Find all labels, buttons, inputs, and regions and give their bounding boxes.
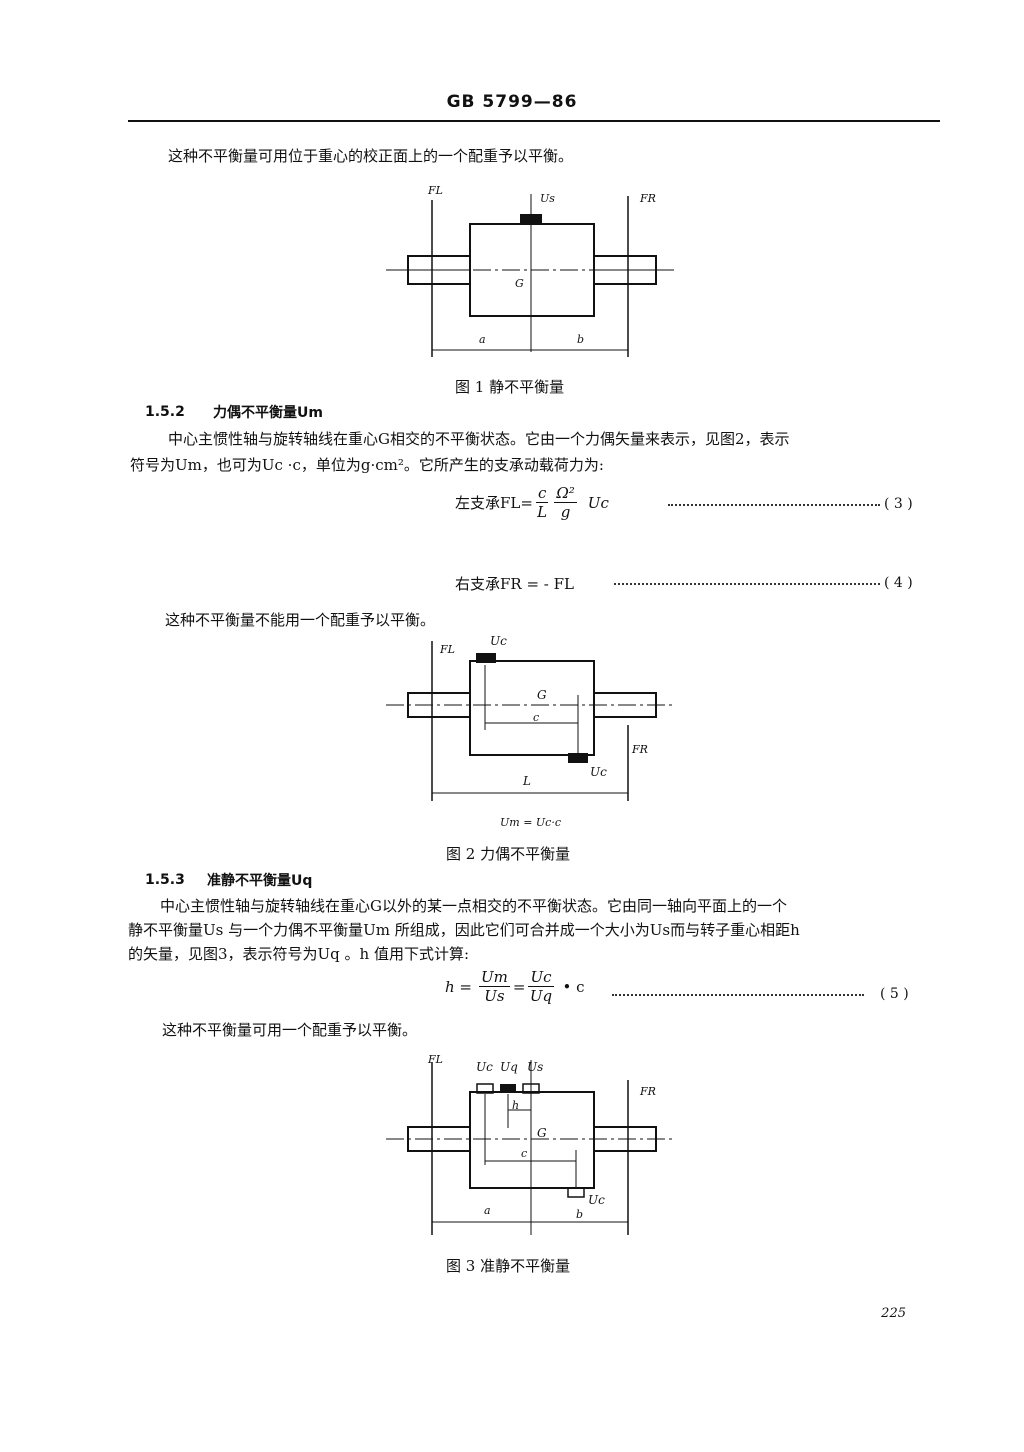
eq3-den-1: L [537, 503, 548, 521]
fig2-label-g: G [537, 688, 547, 702]
eq5-den-2: Uq [529, 987, 553, 1005]
fig2-formula: Um = Uc·c [500, 816, 561, 829]
fig1-label-us: Us [540, 192, 555, 205]
equation-5-leader-dots [612, 994, 864, 996]
section-1-5-2-number: 1.5.2 [145, 404, 185, 420]
fig3-label-uc-bottom: Uc [588, 1193, 605, 1207]
fig2-label-fr: FR [632, 743, 648, 756]
fig3-label-uq: Uq [500, 1060, 518, 1074]
section-1-5-3-line-1: 中心主惯性轴与旋转轴线在重心G以外的某一点相交的不平衡状态。它由同一轴向平面上的… [160, 897, 787, 915]
equation-5-equals: = [512, 977, 526, 996]
eq5-num-1: Um [479, 968, 510, 987]
fig2-intro-paragraph: 这种不平衡量不能用一个配重予以平衡。 [165, 611, 436, 629]
section-1-5-3-line-2: 静不平衡量Us 与一个力偶不平衡量Um 所组成，因此它们可合并成一个大小为Us而… [128, 921, 800, 939]
equation-5-lhs: h = [445, 977, 472, 996]
header-rule [128, 120, 940, 122]
figure-2-couple-unbalance [386, 641, 674, 801]
fig3-intro-paragraph: 这种不平衡量可用一个配重予以平衡。 [162, 1021, 418, 1039]
eq5-num-2: Uc [528, 968, 554, 987]
figure-1-caption: 图 1 静不平衡量 [455, 378, 565, 396]
equation-3: 左支承FL= c L Ω² g Uc [455, 484, 609, 521]
section-1-5-3-line-3: 的矢量，见图3，表示符号为Uq 。h 值用下式计算: [128, 945, 470, 963]
fig2-label-fl: FL [440, 643, 455, 656]
fig1-label-fr: FR [640, 192, 656, 205]
section-1-5-2-line-1: 中心主惯性轴与旋转轴线在重心G相交的不平衡状态。它由一个力偶矢量来表示，见图2，… [168, 430, 790, 448]
equation-4-number: ( 4 ) [884, 575, 913, 591]
fig3-label-fl: FL [428, 1053, 443, 1066]
equation-4: 右支承FR = - FL [455, 575, 575, 593]
fig3-label-us: Us [527, 1060, 544, 1074]
fig2-label-c: c [533, 711, 540, 724]
fig3-label-h: h [512, 1099, 520, 1112]
equation-5-fraction-1: Um Us [479, 968, 510, 1005]
equation-4-leader-dots [614, 583, 880, 585]
page-number: 225 [881, 1306, 906, 1321]
section-1-5-3-number: 1.5.3 [145, 872, 185, 888]
eq3-num-1: c [535, 484, 549, 503]
equation-5: h = Um Us = Uc Uq • c [445, 968, 585, 1005]
eq3-num-2: Ω² [554, 484, 577, 503]
figure-1-static-unbalance [386, 194, 674, 357]
section-1-5-2-line-2: 符号为Um，也可为Uc ·c，单位为g·cm²。它所产生的支承动载荷力为: [130, 456, 604, 474]
section-1-5-3-title: 准静不平衡量Uq [207, 873, 313, 889]
fig2-label-uc-bottom: Uc [590, 765, 607, 779]
eq3-den-2: g [560, 503, 571, 521]
fig1-label-b: b [577, 333, 585, 346]
fig2-label-l: L [523, 774, 531, 788]
fig3-label-b: b [576, 1208, 584, 1221]
figure-3-quasi-static-unbalance [386, 1060, 674, 1235]
figure-3-caption: 图 3 准静不平衡量 [446, 1257, 571, 1275]
fig3-label-a: a [484, 1204, 491, 1217]
equation-5-fraction-2: Uc Uq [528, 968, 554, 1005]
equation-3-fraction-1: c L [535, 484, 549, 521]
equation-3-lhs: 左支承FL= [455, 494, 533, 512]
document-header: GB 5799—86 [446, 92, 578, 112]
eq5-den-1: Us [484, 987, 505, 1005]
fig3-label-fr: FR [640, 1085, 656, 1098]
fig3-label-c: c [521, 1147, 528, 1160]
equation-3-fraction-2: Ω² g [554, 484, 577, 521]
intro-paragraph: 这种不平衡量可用位于重心的校正面上的一个配重予以平衡。 [168, 147, 574, 165]
equation-5-number: ( 5 ) [880, 986, 909, 1002]
fig2-label-uc-top: Uc [490, 634, 507, 648]
figure-2-caption: 图 2 力偶不平衡量 [446, 845, 571, 863]
fig1-label-fl: FL [428, 184, 443, 197]
fig1-label-g: G [515, 277, 524, 290]
equation-5-tail: • c [562, 977, 585, 996]
section-1-5-2-title: 力偶不平衡量Um [213, 405, 323, 421]
equation-3-leader-dots [668, 504, 880, 506]
fig3-label-g: G [537, 1126, 547, 1140]
fig3-label-uc: Uc [476, 1060, 493, 1074]
equation-3-tail: Uc [587, 493, 609, 512]
fig1-label-a: a [479, 333, 486, 346]
equation-3-number: ( 3 ) [884, 496, 913, 512]
